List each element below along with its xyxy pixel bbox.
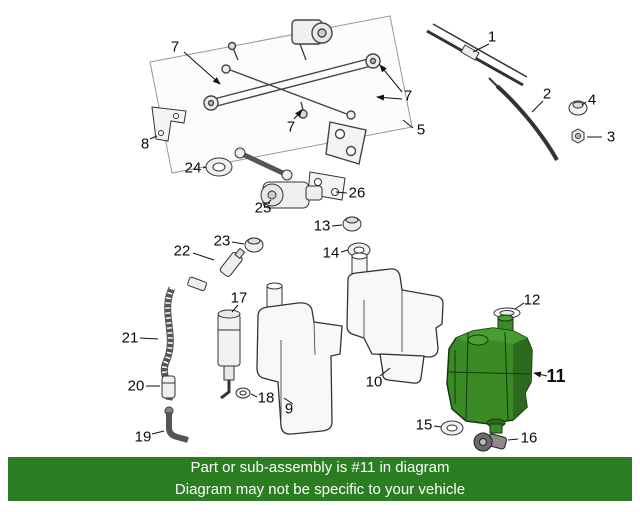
pump-grommet-18	[235, 387, 251, 399]
callout-22: 22	[173, 242, 191, 260]
callout-7c: 7	[403, 87, 413, 105]
callout-12: 12	[523, 291, 541, 309]
washer-pump-16	[473, 432, 508, 452]
callout-7a: 7	[170, 38, 180, 56]
wiper-arm	[488, 77, 559, 161]
reservoir-grommet-15	[440, 420, 464, 436]
callout-25: 25	[254, 199, 272, 217]
washer-pump	[217, 309, 241, 400]
reservoir-10	[346, 252, 444, 384]
callout-5: 5	[416, 121, 426, 139]
mounting-frame-panel	[149, 15, 413, 174]
elbow-fitting-19	[164, 406, 189, 443]
leader-lines	[139, 43, 602, 441]
callout-19: 19	[134, 428, 152, 446]
reservoir-cap-13	[342, 216, 362, 232]
note-banner: Part or sub-assembly is #11 in diagram D…	[8, 457, 632, 501]
callout-21: 21	[121, 329, 139, 347]
callout-26: 26	[348, 184, 366, 202]
callout-14: 14	[322, 244, 340, 262]
wiper-linkage-assembly	[203, 19, 381, 165]
callout-18: 18	[257, 389, 275, 407]
callout-3: 3	[606, 128, 616, 146]
callout-9: 9	[284, 400, 294, 418]
hose-fitting-20	[161, 375, 176, 399]
callout-2: 2	[542, 85, 552, 103]
callout-10: 10	[365, 373, 383, 391]
callout-13: 13	[313, 217, 331, 235]
reservoir-9	[256, 282, 343, 435]
callout-15: 15	[415, 416, 433, 434]
wiper-motor	[260, 171, 346, 209]
callout-24: 24	[184, 159, 202, 177]
callout-7b: 7	[286, 118, 296, 136]
pivot-grommet	[205, 157, 233, 177]
support-arm	[234, 147, 293, 181]
callout-16: 16	[520, 429, 538, 447]
wiper-blade	[426, 23, 528, 87]
banner-line-1: Part or sub-assembly is #11 in diagram	[190, 459, 450, 476]
callout-4: 4	[587, 91, 597, 109]
washer-reservoir-highlighted	[446, 314, 533, 434]
hose-connector	[219, 247, 246, 277]
mount-bracket	[151, 106, 187, 142]
callout-20: 20	[127, 377, 145, 395]
callout-23: 23	[213, 232, 231, 250]
callout-8: 8	[140, 135, 150, 153]
callout-11-highlighted: 11	[546, 366, 566, 386]
reservoir-cap-23	[244, 237, 264, 253]
callout-17: 17	[230, 289, 248, 307]
callout-1: 1	[487, 28, 497, 46]
wiper-arm-nut	[571, 128, 585, 144]
banner-line-2: Diagram may not be specific to your vehi…	[174, 481, 466, 498]
